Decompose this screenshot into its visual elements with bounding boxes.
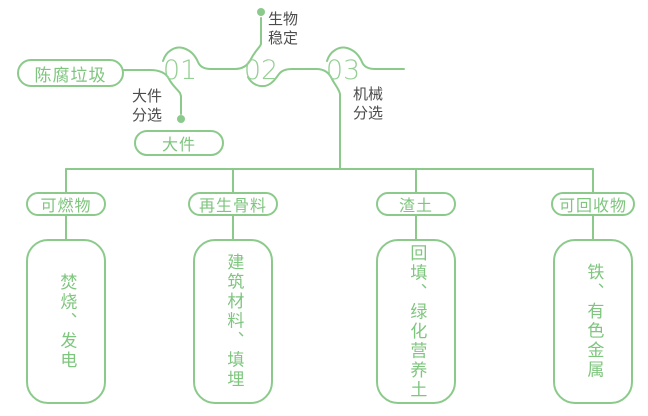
category-node-recyclable: 可回收物 bbox=[551, 192, 635, 216]
step-number-01: 01 bbox=[163, 55, 197, 86]
process-label-line: 大件 bbox=[132, 88, 163, 105]
dot-bulky-endpoint bbox=[177, 115, 185, 123]
line-arc01-to-bio-riser bbox=[162, 17, 262, 70]
dot-bio-endpoint bbox=[257, 8, 265, 16]
process-label-mech-sorting: 机械 分选 bbox=[353, 85, 383, 123]
product-text: 建筑材料、填埋 bbox=[224, 253, 244, 390]
process-label-line: 生物 bbox=[268, 11, 299, 28]
product-box-slag: 回填、绿化营养土 bbox=[376, 239, 456, 404]
process-label-line: 分选 bbox=[132, 107, 163, 124]
product-text: 回填、绿化营养土 bbox=[407, 243, 427, 400]
process-label-line: 稳定 bbox=[268, 30, 299, 47]
product-text: 铁、有色金属 bbox=[584, 263, 604, 380]
source-node-aged-waste: 陈腐垃圾 bbox=[17, 59, 124, 87]
product-text: 焚烧、发电 bbox=[57, 272, 77, 371]
category-node-aggregate: 再生骨料 bbox=[188, 192, 278, 216]
product-box-recyclable: 铁、有色金属 bbox=[553, 239, 633, 404]
line-source-to-bulky-drop bbox=[123, 69, 182, 115]
process-label-bulky-sorting: 大件 分选 bbox=[132, 87, 162, 125]
step-number-03: 03 bbox=[326, 55, 360, 86]
category-node-combustible: 可燃物 bbox=[26, 192, 106, 216]
process-label-line: 机械 bbox=[353, 86, 384, 103]
product-box-aggregate: 建筑材料、填埋 bbox=[193, 239, 273, 404]
process-label-line: 分选 bbox=[353, 105, 384, 122]
output-node-bulky: 大件 bbox=[134, 130, 224, 156]
step-number-02: 02 bbox=[244, 55, 278, 86]
process-label-bio-stabilize: 生物 稳定 bbox=[268, 10, 298, 48]
category-node-slag: 渣土 bbox=[376, 192, 456, 216]
product-box-combustible: 焚烧、发电 bbox=[26, 239, 106, 404]
line-smile02-to-branch-drop bbox=[247, 68, 341, 170]
line-arc03-exit bbox=[326, 46, 405, 70]
